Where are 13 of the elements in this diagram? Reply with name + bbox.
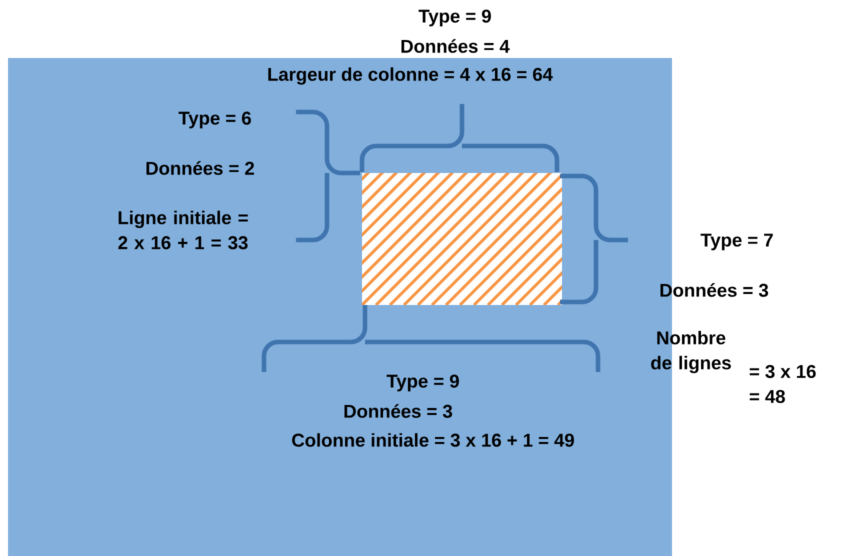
label-text: Type = 9: [386, 374, 459, 392]
label-text: Largeur de colonne = 4 x 16 = 64: [268, 67, 553, 85]
label-text: Type = 7: [700, 234, 773, 250]
label-text: = 3 x 16 = 48: [750, 364, 816, 404]
label-text: Données = 3: [344, 404, 452, 418]
label-text: Ligne initiale = 2 x 16 + 1 = 33: [118, 210, 248, 250]
label-text: Données = 3: [660, 283, 768, 297]
label-text: Type = 6: [178, 112, 251, 128]
label-text: Type = 9: [418, 10, 491, 26]
label-text: Données = 2: [146, 161, 254, 175]
label-text: Données = 4: [402, 39, 510, 53]
label-text: Colonne initiale = 3 x 16 + 1 = 49: [292, 433, 574, 447]
label-text: Nombre de lignes: [651, 330, 731, 374]
